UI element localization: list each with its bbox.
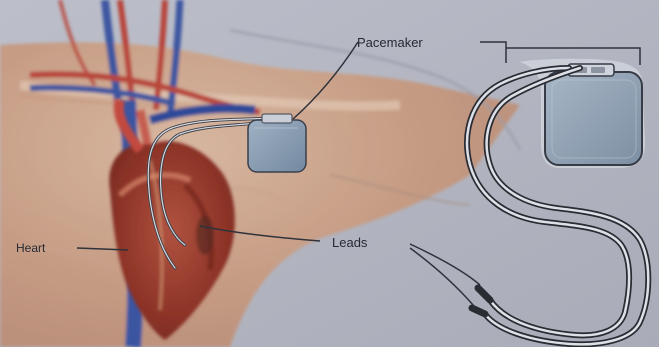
pacemaker-label: Pacemaker bbox=[357, 35, 423, 50]
heart-label: Heart bbox=[16, 241, 46, 255]
implanted-pacemaker bbox=[248, 114, 306, 172]
leads-label: Leads bbox=[332, 235, 368, 250]
